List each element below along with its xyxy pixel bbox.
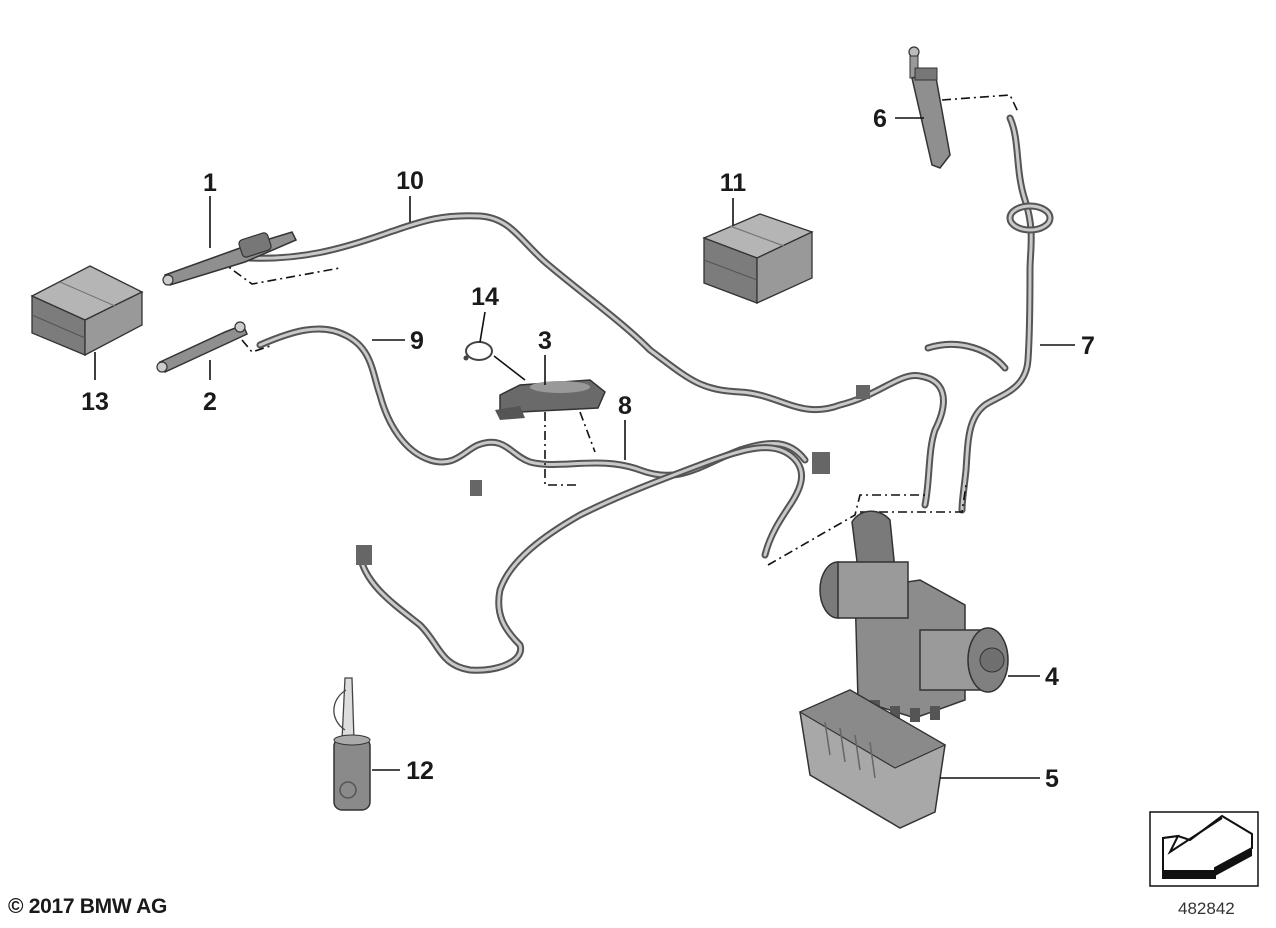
callout-13: 13	[81, 388, 109, 416]
arrow-icon	[1162, 817, 1223, 878]
hydraulic-lines	[246, 114, 1054, 674]
callout-8: 8	[618, 392, 632, 420]
part-4-pump	[819, 510, 1009, 722]
callout-2: 2	[203, 388, 217, 416]
callout-9: 9	[410, 327, 424, 355]
part-11-box	[702, 213, 814, 305]
copyright-notice: © 2017 BMW AG	[8, 895, 167, 918]
part-5-tray	[798, 689, 947, 829]
diagram-number: 482842	[1178, 899, 1235, 918]
callout-3: 3	[538, 327, 552, 355]
callout-7: 7	[1081, 332, 1095, 360]
callout-1: 1	[203, 169, 217, 197]
part-13-box	[30, 265, 144, 357]
callout-5: 5	[1045, 765, 1059, 793]
callout-4: 4	[1045, 663, 1059, 691]
orientation-arrow-box	[1149, 811, 1259, 887]
part-14-oring	[463, 341, 493, 361]
part-12-bottle	[333, 677, 371, 811]
callout-12: 12	[406, 757, 434, 785]
callout-10: 10	[396, 167, 424, 195]
callout-labels: 1 2 3 4 5 6 7 8 9 10 11 12 13 14	[81, 105, 1095, 793]
callout-14: 14	[471, 283, 499, 311]
callout-6: 6	[873, 105, 887, 133]
callout-11: 11	[720, 169, 747, 197]
part-6-actuator	[908, 46, 951, 169]
part-2-actuator	[156, 321, 248, 373]
part-3-valve	[495, 379, 606, 420]
leader-lines	[94, 117, 1075, 779]
part-1-actuator	[162, 231, 298, 286]
